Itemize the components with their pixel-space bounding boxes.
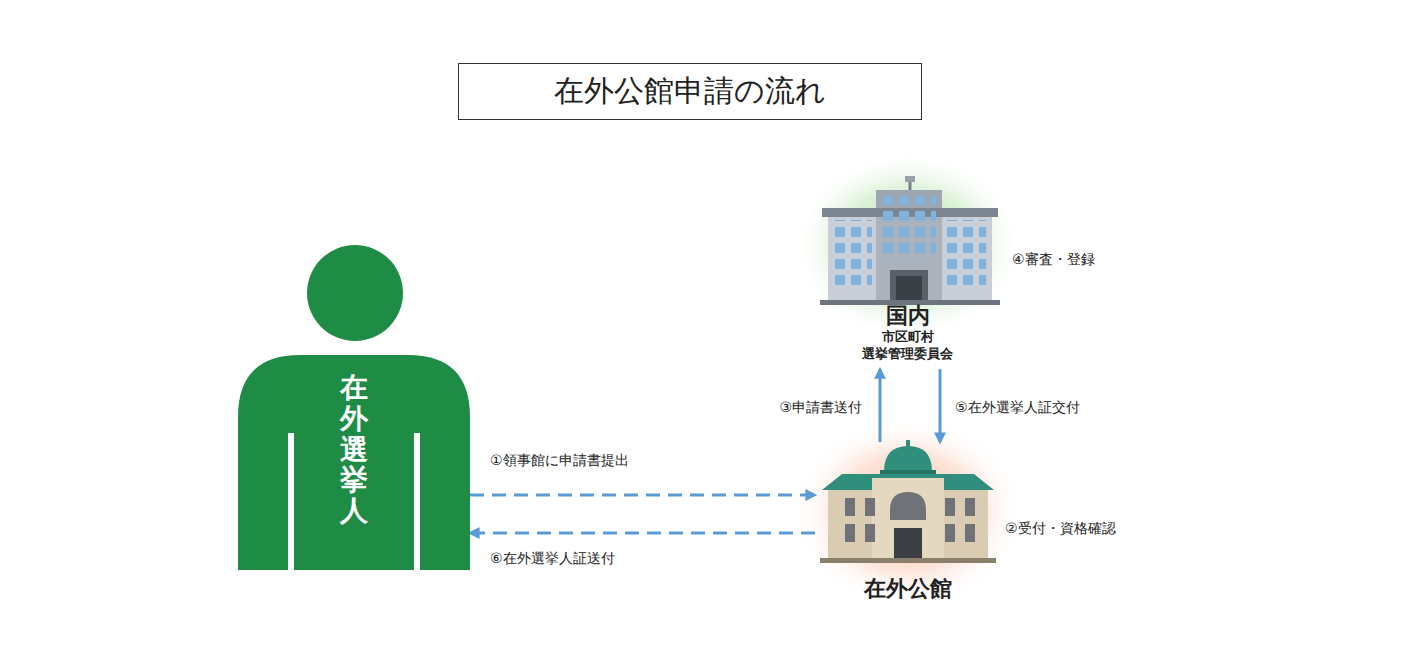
arrow-label: ⑤在外選挙人証交付 <box>955 398 1080 416</box>
voter-figure: 在外選挙人 <box>238 245 470 570</box>
node-sublabel: 市区町村 選挙管理委員会 <box>853 329 963 363</box>
arrow-label: ⑥在外選挙人証送付 <box>490 549 615 567</box>
step-label: ④審査・登録 <box>1012 250 1095 268</box>
flow-arrow <box>470 494 815 497</box>
office-building <box>820 176 1000 305</box>
flow-arrow <box>879 369 882 442</box>
node-label: 在外公館 <box>815 576 1000 602</box>
glow <box>793 417 1023 607</box>
title-box: 在外公館申請の流れ <box>458 63 922 120</box>
consulate-building <box>820 440 996 563</box>
glow <box>793 150 1023 340</box>
election-office: 国内市区町村 選挙管理委員会 <box>815 175 1000 369</box>
step-label: ②受付・資格確認 <box>1005 519 1116 537</box>
flow-arrow <box>470 532 815 535</box>
arrow-label: ③申請書送付 <box>779 398 862 416</box>
node-label: 国内 <box>815 303 1000 329</box>
node-label: 在外選挙人 <box>340 373 368 527</box>
consulate: 在外公館 <box>815 442 1000 608</box>
flow-arrow <box>939 369 942 442</box>
arrow-label: ①領事館に申請書提出 <box>490 451 629 469</box>
title: 在外公館申請の流れ <box>554 71 826 112</box>
